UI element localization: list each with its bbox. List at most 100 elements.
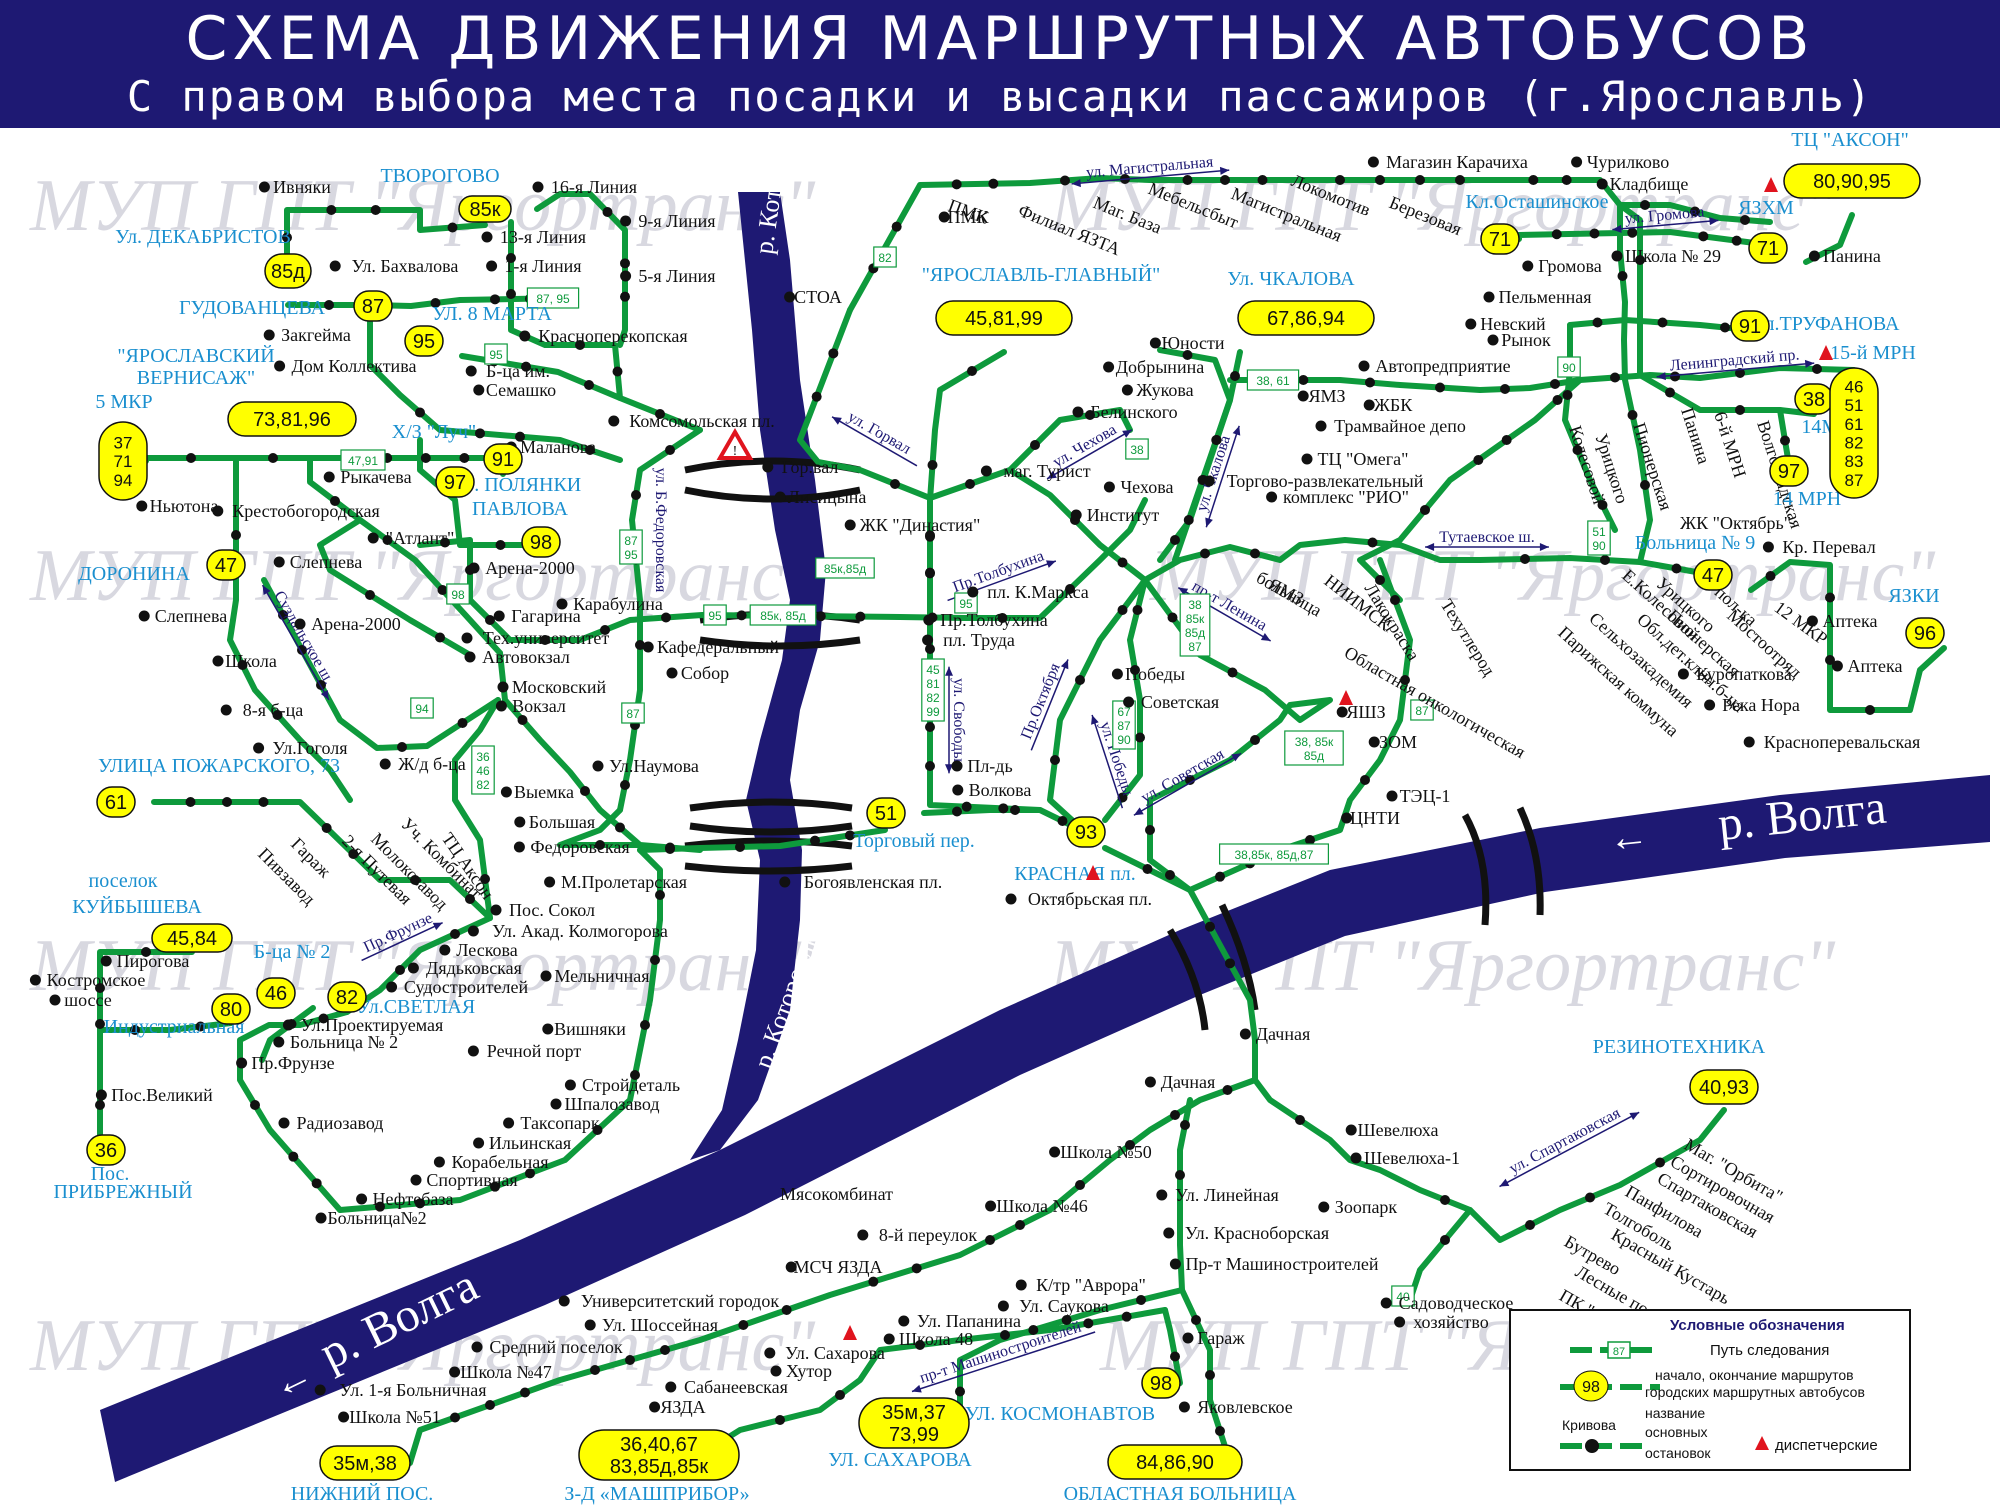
stop-dot — [461, 632, 473, 644]
stop-dot — [1103, 361, 1115, 373]
terminal-badge-shape — [1689, 1069, 1759, 1105]
arrow-head-icon — [1260, 633, 1271, 641]
terminal-badge: 61 — [96, 786, 136, 818]
route-tag: 98 — [446, 583, 470, 605]
terminal-badge-shape — [1141, 1367, 1181, 1399]
route-stop-dot — [318, 1013, 329, 1024]
route-stop-dot — [630, 1070, 640, 1080]
route-stop-dot — [465, 894, 475, 904]
terminal-badge-label: 47 — [215, 555, 237, 577]
stop-label: Ж/д б-ца — [398, 754, 466, 774]
route-stop-dot — [1520, 554, 1530, 564]
stop-dot — [473, 384, 485, 396]
district-label: ТЦ "АКСОН" — [1791, 129, 1909, 151]
route-tag: 82 — [873, 246, 897, 268]
stop-label: ПМК — [947, 207, 989, 227]
route-stop-dot — [735, 842, 745, 852]
district-label: УЛ. САХАРОВА — [828, 1449, 972, 1471]
route-line — [284, 207, 488, 268]
stop-dot — [764, 1347, 776, 1359]
route-stop-dot — [457, 718, 468, 728]
route-stop-dot — [410, 875, 420, 885]
route-stop-dot — [485, 1400, 495, 1410]
route-line — [317, 517, 473, 658]
street-label: ул. Свободы — [945, 666, 967, 774]
stop-dot — [212, 655, 224, 667]
stop-dot — [263, 329, 275, 341]
route-stop-dot — [1211, 435, 1222, 445]
route-stop-dot — [655, 890, 665, 900]
route-tag: 40 — [1391, 1285, 1415, 1307]
stop-dot — [883, 1333, 895, 1345]
route-stop-dot — [925, 530, 935, 541]
stop-dot — [473, 1137, 485, 1149]
route-stop-dot — [620, 258, 630, 269]
street-label: Пр.Октября — [1018, 659, 1069, 751]
stop-label: Спортивная — [426, 1170, 517, 1190]
route-stop-dot — [1191, 1315, 1201, 1325]
route-line — [452, 697, 501, 921]
route-stop-dot — [1640, 200, 1650, 210]
route-stop-dot — [95, 1019, 105, 1029]
direction-arrow — [1071, 169, 1230, 185]
route-stop-dot — [868, 1276, 879, 1287]
stop-label: Средний поселок — [489, 1337, 623, 1357]
stop-dot — [338, 1411, 350, 1423]
district-label: З-Д «МАШПРИБОР» — [564, 1483, 749, 1505]
legend-route-tag-text: 87 — [1613, 1346, 1625, 1358]
terminal-badge-shape — [1237, 300, 1375, 336]
arrow-head-icon — [1205, 517, 1213, 528]
bridge — [1516, 806, 1544, 916]
stop-dot — [467, 1045, 479, 1057]
terminal-badge-shape — [1730, 310, 1770, 342]
district-label: УЛИЦА ПОЖАРСКОГО, 73 — [98, 755, 340, 777]
route-stop-dot — [1050, 755, 1060, 765]
stop-label: Юности — [1161, 333, 1224, 353]
route-stop-dot — [911, 1263, 922, 1274]
route-tag-box — [619, 529, 643, 565]
stop-dot — [294, 618, 306, 630]
stop-label: 13-я Линия — [500, 227, 586, 247]
stop-label: Магазин Карачиха — [1386, 152, 1528, 172]
kotorosl-river — [690, 192, 826, 1160]
route-tag: 85к, 85д — [749, 604, 817, 626]
arrow-head-icon — [1219, 166, 1230, 175]
stop-dot — [1367, 156, 1379, 168]
watermark-text: МУП ГПТ "Яргортранс" — [29, 165, 816, 247]
route-line — [1142, 577, 1333, 893]
route-stop-dot — [600, 625, 610, 635]
stop-dot — [356, 1193, 368, 1205]
bridge — [1218, 903, 1259, 1011]
stop-label: Большая — [529, 812, 595, 832]
route-stop-dot — [1640, 480, 1650, 490]
route-stop-dot — [1295, 1115, 1305, 1125]
terminal-badge: 95 — [404, 325, 444, 357]
arrow-head-icon — [320, 690, 329, 700]
legend-stops-text: название — [1645, 1405, 1705, 1421]
route-stop-dot — [580, 786, 590, 796]
route-stop-dot — [1551, 229, 1562, 240]
stop-label: ЯШЗ — [1346, 702, 1385, 722]
stop-dot — [138, 610, 150, 622]
stop-dot — [273, 1036, 285, 1048]
stop-label: Гараж — [1197, 1328, 1245, 1348]
stop-dot — [29, 974, 41, 986]
district-label: поселок — [89, 870, 158, 892]
route-stop-dot — [1335, 175, 1345, 185]
stop-dot — [785, 1261, 797, 1273]
route-line — [1047, 577, 1148, 835]
stop-label: Лисицына — [788, 487, 867, 507]
terminal-badge-label: 97 — [444, 472, 466, 494]
street-label: ул. Спартаковская — [1499, 1104, 1640, 1188]
stop-dot — [997, 1300, 1009, 1312]
route-stop-dot — [1220, 175, 1230, 185]
stop-label: маг. Турист — [1003, 461, 1090, 481]
stop-dot — [500, 786, 512, 798]
stop-dot — [1049, 1146, 1061, 1158]
route-line — [417, 537, 968, 643]
route-stop-dot — [1057, 816, 1068, 826]
stop-label: Вишняки — [554, 1019, 626, 1039]
